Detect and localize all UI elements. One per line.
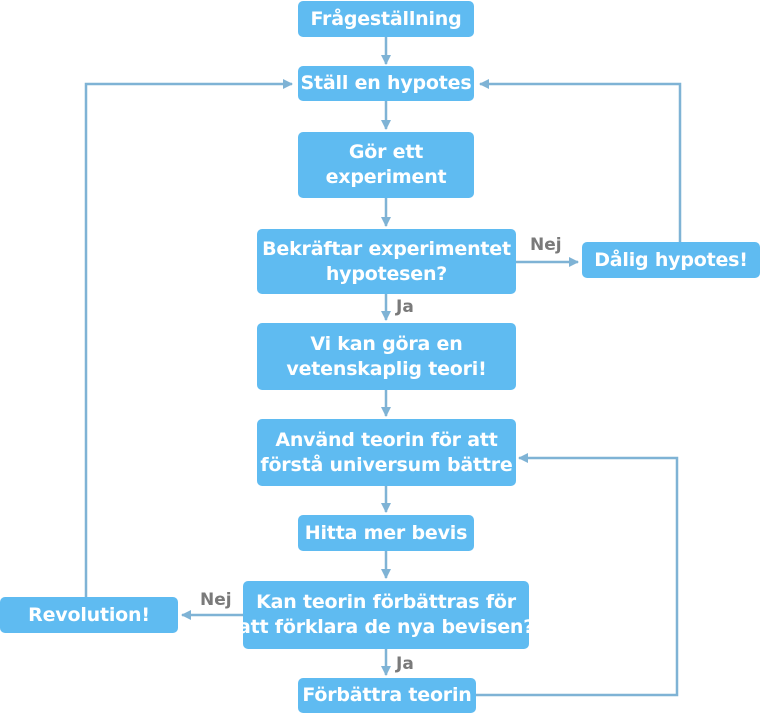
edge-label-improve-no: Nej: [200, 590, 232, 610]
node-hypothesis: Ställ en hypotes: [298, 66, 474, 101]
arrow-revolution-to-hypothesis: [84, 79, 293, 597]
node-question: Frågeställning: [298, 1, 474, 37]
arrow-bad-hypothesis-to-hypothesis: [479, 79, 682, 242]
arrow-improve-theory-to-use-theory: [476, 453, 679, 697]
node-improve-theory: Förbättra teorin: [298, 678, 476, 713]
edge-label-confirm-no: Nej: [530, 235, 562, 255]
node-bad-hypothesis: Dålig hypotes!: [582, 242, 760, 278]
node-find-evidence: Hitta mer bevis: [298, 515, 474, 551]
node-revolution: Revolution!: [0, 597, 178, 633]
edge-label-improve-yes: Ja: [396, 654, 414, 674]
edge-label-confirm-yes: Ja: [396, 297, 414, 317]
